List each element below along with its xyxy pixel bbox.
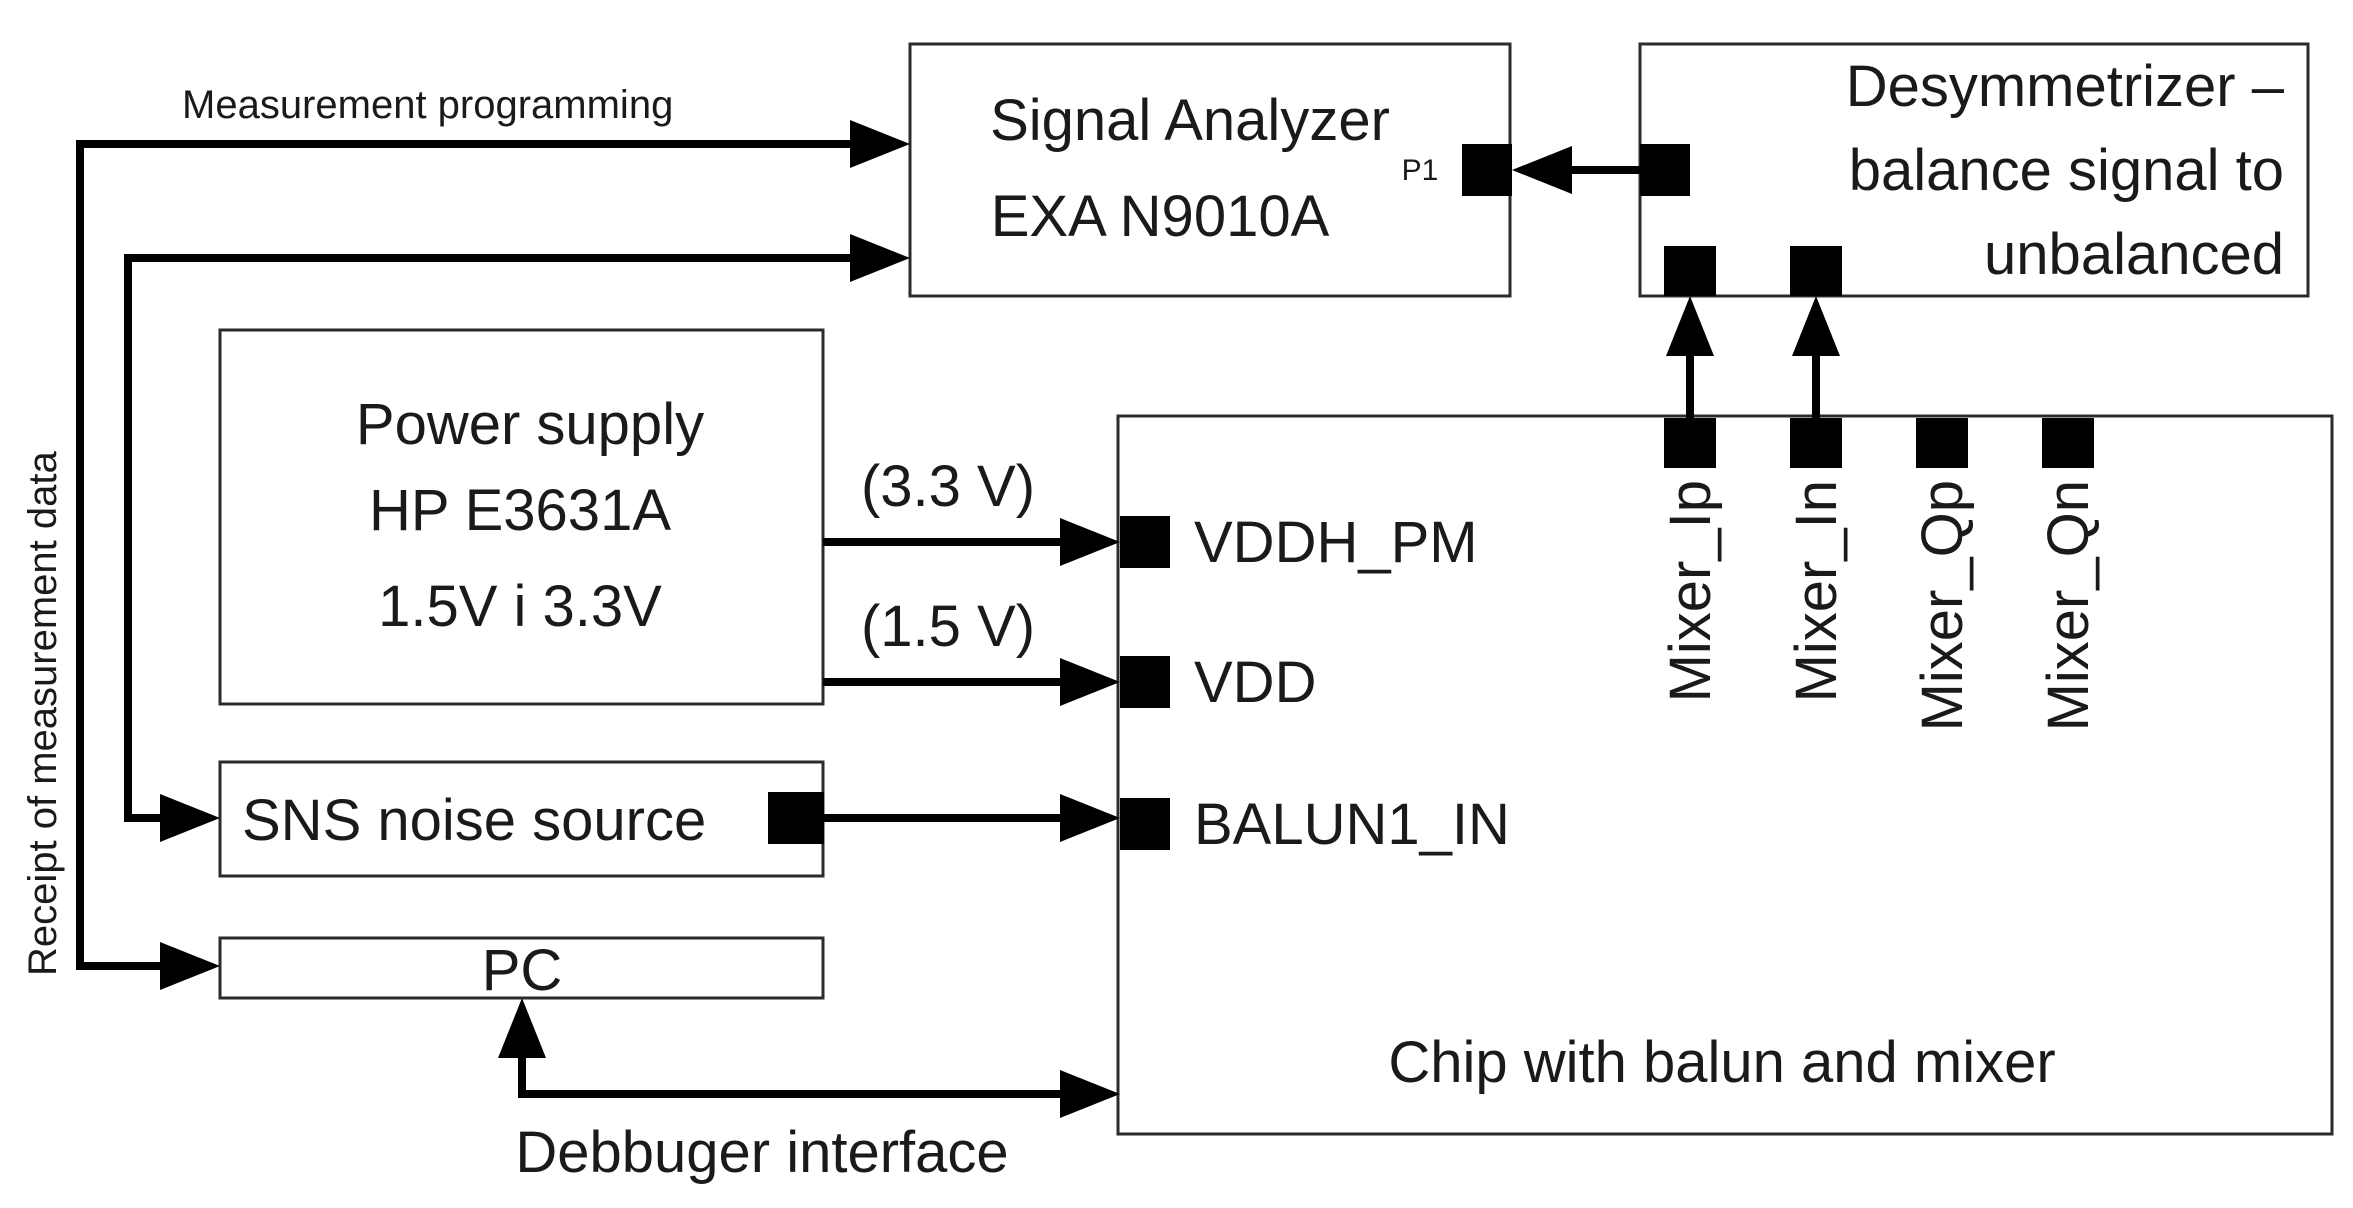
receipt-label: Receipt of measurement data [21,451,65,976]
mixer-ip-port [1664,418,1716,468]
desymmetrizer-line2: balance signal to [1849,138,2284,203]
vddh-pm-label: VDDH_PM [1194,510,1478,575]
vdd-arrowhead [1060,658,1120,706]
mixer-qn-label: Mixer_Qn [2036,480,2101,731]
balun1-in-port [1120,798,1170,850]
power-supply-voltages: 1.5V i 3.3V [378,574,662,639]
chip-box [1116,414,2334,1136]
sns-input-arrowhead [160,794,220,842]
pc-label: PC [482,938,563,1003]
mixer-qn-port [2042,418,2094,468]
balun1-in-label: BALUN1_IN [1194,792,1510,857]
sns-noise-source-box [218,760,825,878]
desym-input-port-1 [1664,246,1716,296]
mixer-in-port [1790,418,1842,468]
vddh-pm-port [1120,516,1170,568]
sns-output-port [768,792,824,844]
vddh-arrowhead [1060,518,1120,566]
mixer-qp-label: Mixer_Qp [1910,480,1975,731]
analyzer-sns-wire [124,254,850,822]
vdd-port [1120,656,1170,708]
debugger-pc-arrowhead [498,998,546,1058]
port-p1-label: P1 [1402,154,1439,187]
mixer-ip-arrowhead [1666,296,1714,356]
desym-to-analyzer-arrowhead [1512,146,1572,194]
v15-label: (1.5 V) [861,594,1035,659]
power-supply-title: Power supply [356,392,704,457]
measurement-programming-label: Measurement programming [182,83,673,127]
desymmetrizer-box [1638,42,2310,298]
debugger-chip-arrowhead [1060,1070,1120,1118]
debugger-label: Debbuger interface [515,1120,1008,1185]
vdd-label: VDD [1194,650,1316,715]
mixer-ip-label: Mixer_Ip [1658,480,1723,702]
analyzer-loop-arrowhead [850,234,910,282]
pc-box [218,936,825,1000]
desymmetrizer-line3: unbalanced [1984,222,2284,287]
desym-output-port [1640,144,1690,196]
signal-analyzer-box [908,42,1512,298]
measurement-programming-arrowhead [850,120,910,168]
mixer-in-arrowhead [1792,296,1840,356]
mixer-in-label: Mixer_In [1784,480,1849,702]
chip-label: Chip with balun and mixer [1388,1030,2055,1095]
mixer-qp-port [1916,418,1968,468]
power-supply-box [218,328,825,706]
power-supply-model: HP E3631A [369,478,671,543]
sns-noise-source-label: SNS noise source [242,788,706,853]
v33-label: (3.3 V) [861,454,1035,519]
signal-analyzer-model: EXA N9010A [991,184,1330,249]
desymmetrizer-line1: Desymmetrizer – [1846,54,2285,119]
signal-analyzer-title: Signal Analyzer [990,88,1390,153]
balun-arrowhead [1060,794,1120,842]
measurement-programming-wire [76,140,850,970]
pc-input-arrowhead [160,942,220,990]
analyzer-port-p1 [1462,144,1512,196]
debugger-wire [518,1054,1064,1098]
desym-input-port-2 [1790,246,1842,296]
